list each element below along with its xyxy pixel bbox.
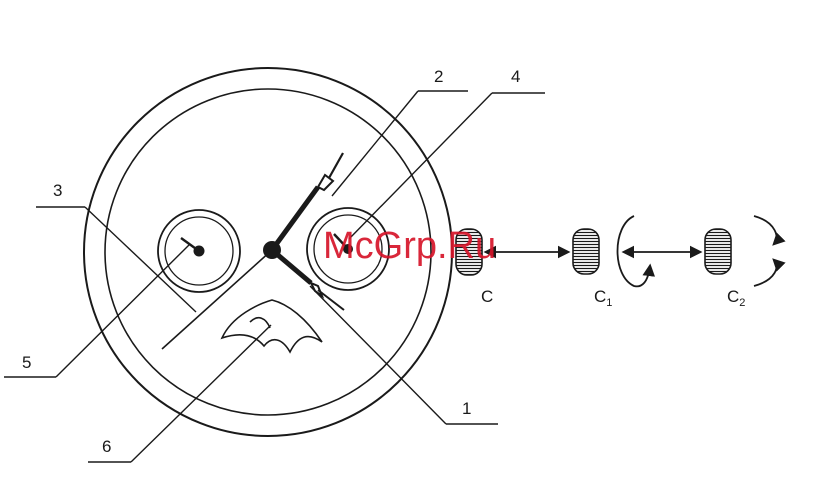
callout-4: 4 (511, 67, 520, 86)
center-pin (263, 241, 281, 259)
callout-6: 6 (102, 437, 111, 456)
callout-3: 3 (53, 181, 62, 200)
moonphase-window (222, 300, 322, 352)
callout-1: 1 (462, 399, 471, 418)
crown-position-c1 (573, 229, 599, 274)
crown-label-c2: C2 (727, 287, 745, 309)
minute-hand-tip (318, 175, 333, 190)
left-subdial (158, 210, 240, 292)
crown-position-c2 (705, 229, 731, 274)
callout-5: 5 (22, 353, 31, 372)
minute-hand (272, 187, 318, 250)
crown-label-c1: C1 (594, 287, 612, 309)
rotate-arrow-c2-icon (754, 216, 777, 244)
watermark: McGrp.Ru (323, 225, 496, 267)
crown-label-c: C (481, 287, 493, 306)
callout-2: 2 (434, 67, 443, 86)
crown-positions: C C1 C2 (481, 216, 777, 309)
